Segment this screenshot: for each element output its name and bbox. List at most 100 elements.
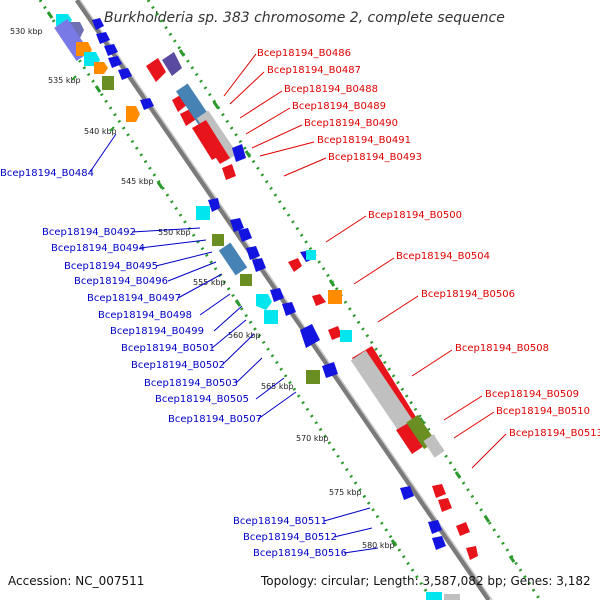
scale-label: 555 kbp: [193, 278, 226, 287]
gene-arrow: [126, 106, 140, 122]
gene-label: Bcep18194_B0505: [155, 394, 249, 405]
gene-label: Bcep18194_B0484: [0, 168, 94, 179]
scale-label: 580 kbp: [362, 541, 395, 550]
gene-arrow: [438, 498, 452, 512]
gene-label: Bcep18194_B0502: [131, 360, 225, 371]
gene-arrow: [140, 98, 154, 110]
scale-label: 575 kbp: [329, 488, 362, 497]
gene-arrow: [322, 362, 338, 378]
gene-arrow: [222, 164, 236, 180]
gene-block: [240, 274, 252, 286]
gene-arrow: [252, 258, 266, 272]
gene-arrow: [238, 228, 252, 242]
gene-label: Bcep18194_B0496: [74, 276, 168, 287]
label-leaders-left: [89, 133, 379, 554]
gene-arrow: [270, 288, 284, 302]
gene-label: Bcep18194_B0486: [257, 48, 351, 59]
gene-arrow: [94, 62, 108, 74]
gene-arrow: [400, 486, 414, 500]
gene-block: [102, 76, 114, 90]
label-leaders-right: [223, 53, 507, 469]
scale-label: 540 kbp: [84, 127, 117, 136]
gene-arrow: [118, 68, 132, 80]
gene-block: [328, 290, 342, 304]
gene-block: [444, 594, 460, 600]
scale-label: 560 kbp: [228, 331, 261, 340]
gene-block: [306, 250, 316, 260]
gene-arrow: [432, 536, 446, 550]
gene-labels-left: Bcep18194_B0484 Bcep18194_B0492 Bcep1819…: [0, 168, 347, 559]
gene-label: Bcep18194_B0513: [509, 428, 600, 439]
gene-arrow: [282, 302, 296, 316]
scale-ticks: [71, 75, 115, 132]
gene-label: Bcep18194_B0490: [304, 118, 398, 129]
gene-arrow: [300, 324, 320, 348]
gene-label: Bcep18194_B0516: [253, 548, 347, 559]
gene-arrow: [456, 522, 470, 536]
gc-content-dashes: [46, 11, 516, 563]
gene-arrow: [312, 294, 326, 306]
gene-block: [306, 370, 320, 384]
gene-block: [264, 310, 278, 324]
gene-block: [212, 234, 224, 246]
gene-arrow: [232, 144, 246, 162]
gene-arrow: [212, 146, 230, 164]
gene-label: Bcep18194_B0491: [317, 135, 411, 146]
gene-arrow: [256, 294, 272, 310]
gene-arrow: [466, 546, 478, 560]
gene-label: Bcep18194_B0510: [496, 406, 590, 417]
gene-block: [340, 330, 352, 342]
gene-label: Bcep18194_B0497: [87, 293, 181, 304]
gene-arrow: [108, 56, 122, 68]
gene-label: Bcep18194_B0511: [233, 516, 327, 527]
gene-arrow: [162, 52, 182, 76]
gene-block: [218, 242, 248, 276]
gene-arrow: [230, 218, 244, 232]
scale-label: 570 kbp: [296, 434, 329, 443]
gene-label: Bcep18194_B0501: [121, 343, 215, 354]
gene-label: Bcep18194_B0499: [110, 326, 204, 337]
gene-label: Bcep18194_B0506: [421, 289, 515, 300]
gene-arrow: [396, 422, 424, 454]
gene-label: Bcep18194_B0500: [368, 210, 462, 221]
gene-arrow: [96, 32, 110, 44]
gene-label: Bcep18194_B0494: [51, 243, 145, 254]
gene-block: [426, 592, 442, 600]
gene-label: Bcep18194_B0512: [243, 532, 337, 543]
gene-block: [196, 206, 210, 220]
gene-features: [54, 14, 478, 600]
gene-labels-right: Bcep18194_B0486 Bcep18194_B0487 Bcep1819…: [257, 48, 600, 439]
gene-block: [423, 434, 445, 458]
gene-arrow: [208, 198, 220, 212]
gene-block: [176, 83, 210, 125]
gene-label: Bcep18194_B0495: [64, 261, 158, 272]
gene-label: Bcep18194_B0509: [485, 389, 579, 400]
gene-label: Bcep18194_B0507: [168, 414, 262, 425]
gene-label: Bcep18194_B0493: [328, 152, 422, 163]
gene-arrow: [246, 246, 260, 260]
gene-label: Bcep18194_B0492: [42, 227, 136, 238]
gene-arrow: [428, 520, 442, 534]
gene-label: Bcep18194_B0487: [267, 65, 361, 76]
gene-arrow: [288, 258, 302, 272]
gene-arrow: [104, 44, 118, 56]
gene-arrow: [146, 58, 166, 82]
gene-arrow: [432, 484, 446, 498]
gene-label: Bcep18194_B0498: [98, 310, 192, 321]
gene-label: Bcep18194_B0489: [292, 101, 386, 112]
gene-label: Bcep18194_B0488: [284, 84, 378, 95]
scale-label: 565 kbp: [261, 382, 294, 391]
gene-label: Bcep18194_B0508: [455, 343, 549, 354]
topology-text: Topology: circular; Length: 3,587,082 bp…: [260, 574, 591, 588]
gene-label: Bcep18194_B0503: [144, 378, 238, 389]
gene-arrow: [92, 18, 104, 30]
scale-labels: 530 kbp 535 kbp 540 kbp 545 kbp 550 kbp …: [10, 27, 395, 550]
scale-label: 550 kbp: [158, 228, 191, 237]
gene-label: Bcep18194_B0504: [396, 251, 490, 262]
scale-label: 535 kbp: [48, 76, 81, 85]
scale-label: 545 kbp: [121, 177, 154, 186]
accession-text: Accession: NC_007511: [8, 574, 144, 588]
map-title: Burkholderia sp. 383 chromosome 2, compl…: [104, 10, 505, 26]
gene-arrow: [328, 326, 342, 340]
